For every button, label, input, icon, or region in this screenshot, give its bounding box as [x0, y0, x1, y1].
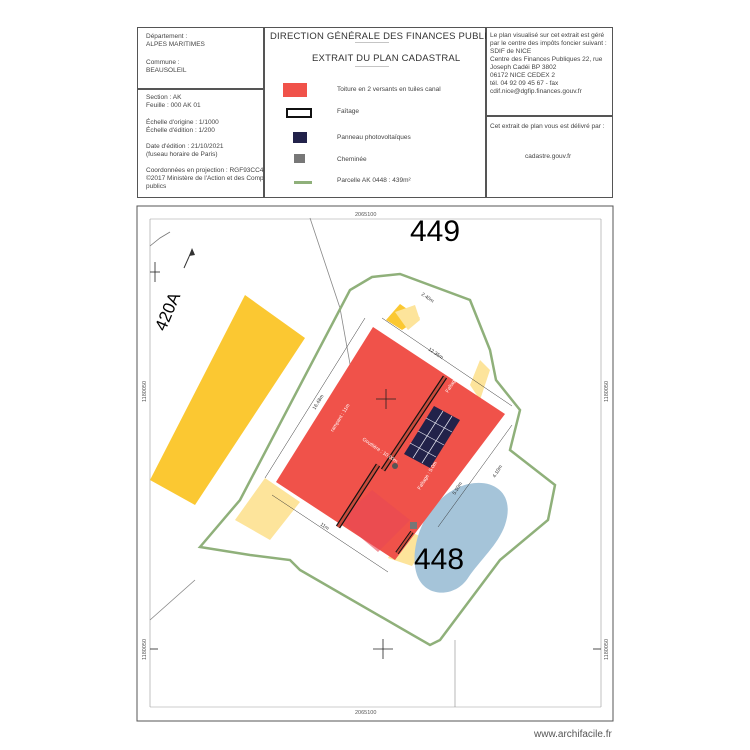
legend-parcel-label: Parcelle AK 0448 : 439m² — [337, 177, 411, 184]
small-pale-area — [395, 305, 420, 330]
coordonnees-text: Coordonnées en projection : RGF93CC44 — [146, 167, 268, 174]
coord-left-lower: 1180050 — [142, 639, 148, 660]
dim-small-3: 2.40m — [420, 292, 435, 305]
date-edition-text: Date d'édition : 21/10/2021 — [146, 143, 224, 150]
coord-left-upper: 1180050 — [142, 381, 148, 402]
centre-line-8: cdif.nice@dgfip.finances.gouv.fr — [490, 88, 582, 95]
header-center-box: DIRECTION GÉNÉRALE DES FINANCES PUBLIQUE… — [264, 27, 515, 198]
pv-panels — [404, 406, 460, 468]
legend-pv-label: Panneau photovoltaïques — [337, 134, 411, 141]
centre-line-4: Centre des Finances Publiques 22, rue — [490, 56, 603, 63]
centre-line-3: SDIF de NICE — [490, 48, 532, 55]
header-left-bottom-box: Section : AK Feuille : 000 AK 01 Échelle… — [137, 89, 272, 198]
crosshair-marks — [150, 262, 601, 659]
legend-chimney-label: Cheminée — [337, 156, 367, 163]
feuille-text: Feuille : 000 AK 01 — [146, 102, 201, 109]
ridge-line-fill — [381, 376, 447, 471]
dim-bottom: 11m — [319, 522, 330, 532]
dim-small-2: 4.10m — [492, 464, 504, 479]
coord-right-upper: 1180050 — [604, 381, 610, 402]
departement-label: Département : — [146, 33, 188, 40]
publics-text: publics — [146, 183, 167, 190]
dgfip-title: DIRECTION GÉNÉRALE DES FINANCES PUBLIQUE… — [270, 31, 515, 42]
boundary-line — [309, 217, 356, 393]
pool — [414, 482, 508, 593]
boundary-line — [149, 231, 171, 247]
terrace-pale-yellow — [235, 478, 300, 540]
roof-main — [276, 327, 505, 560]
section-text: Section : AK — [146, 94, 182, 101]
title-dashes: ----------------- — [355, 40, 389, 46]
roof-lower-section — [340, 490, 410, 552]
legend-roof-swatch — [283, 83, 307, 97]
legend-faitage-label: Faîtage — [337, 108, 360, 115]
header-right-top-box: Le plan visualisé sur cet extrait est gé… — [486, 27, 613, 116]
boundary-line — [149, 579, 196, 621]
ridge-line-fill — [336, 464, 380, 528]
small-ridge-fill — [396, 531, 413, 554]
parcel-448-label: 448 — [414, 543, 464, 576]
parcel-448-outline — [197, 272, 557, 647]
neighbor-building-yellow — [150, 295, 305, 505]
centre-line-7: tél. 04 92 09 45 67 - fax — [490, 80, 559, 87]
chimney-small — [410, 522, 417, 529]
centre-line-5: Joseph Cadéi BP 3802 — [490, 64, 557, 71]
pale-area-right — [470, 360, 490, 400]
centre-line-6: 06172 NICE CEDEX 2 — [490, 72, 556, 79]
parcel-449-label: 449 — [410, 215, 460, 248]
cadastre-site-text: cadastre.gouv.fr — [525, 153, 572, 160]
copyright-text: ©2017 Ministère de l'Action et des Compt… — [146, 175, 273, 182]
legend-parcel-swatch — [294, 181, 312, 184]
map-frame — [136, 205, 614, 722]
fuseau-text: (fuseau horaire de Paris) — [146, 151, 218, 158]
legend-roof-label: Toiture en 2 versants en tuiles canal — [337, 86, 441, 93]
legend-pv-swatch — [293, 132, 307, 143]
echelle-edition-text: Échelle d'édition : 1/200 — [146, 127, 215, 134]
subtitle-dashes: ----------------- — [355, 64, 389, 70]
departement-value: ALPES MARITIMES — [146, 41, 205, 48]
plan-subtitle: EXTRAIT DU PLAN CADASTRAL — [312, 53, 461, 64]
delivered-by-text: Cet extrait de plan vous est délivré par… — [490, 123, 605, 130]
legend-chimney-swatch — [294, 154, 305, 163]
north-arrow-icon — [183, 248, 195, 269]
coord-right-lower: 1180050 — [604, 639, 610, 660]
centre-line-1: Le plan visualisé sur cet extrait est gé… — [490, 32, 605, 39]
dim-top: 12.35m — [427, 347, 444, 361]
echelle-origine-text: Échelle d'origine : 1/1000 — [146, 119, 219, 126]
road-420a-label: 420A — [151, 289, 184, 334]
header-right-bottom-box: Cet extrait de plan vous est délivré par… — [486, 116, 613, 198]
header-left-top-box: Département : ALPES MARITIMES Commune : … — [137, 27, 264, 89]
archifacile-watermark[interactable]: www.archifacile.fr — [534, 729, 612, 740]
coord-top: 2065100 — [355, 212, 376, 218]
dimension-lines — [264, 317, 513, 573]
legend-faitage-swatch — [286, 108, 312, 118]
commune-value: BEAUSOLEIL — [146, 67, 187, 74]
commune-label: Commune : — [146, 59, 180, 66]
coord-bottom: 2065100 — [355, 710, 376, 716]
centre-line-2: par le centre des impôts foncier suivant… — [490, 40, 607, 47]
chimney — [392, 463, 398, 469]
